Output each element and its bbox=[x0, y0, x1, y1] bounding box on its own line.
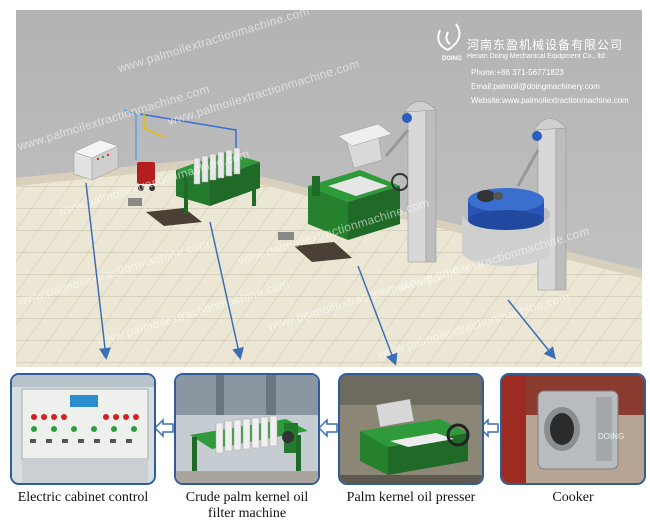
oil-press-model bbox=[308, 123, 409, 240]
company-logo bbox=[437, 23, 461, 51]
company-name-chinese: 河南东盈机械设备有限公司 bbox=[467, 38, 624, 52]
arrow-to-cabinet bbox=[85, 182, 111, 360]
flow-arrow-left bbox=[478, 418, 499, 438]
flow-arrow-left bbox=[317, 418, 338, 438]
control-cabinet-model bbox=[73, 139, 119, 181]
electric-cabinet-photo bbox=[10, 373, 156, 485]
flow-arrow-left bbox=[153, 418, 174, 438]
arrow-to-filter bbox=[209, 221, 244, 360]
company-email: Email:palmoil@doingmachinery.com bbox=[471, 82, 600, 91]
svg-text:DOING: DOING bbox=[598, 432, 624, 441]
plant-scene-svg bbox=[16, 10, 642, 367]
company-phone: Phone:+86 371-56771823 bbox=[471, 68, 564, 77]
arrow-to-cooker bbox=[507, 299, 556, 360]
bucket-elevator-model bbox=[384, 101, 437, 263]
pump-units bbox=[128, 162, 294, 240]
caption-filter-machine: Crude palm kernel oil filter machine bbox=[185, 490, 309, 521]
cooker-model bbox=[462, 188, 550, 266]
floor-pit bbox=[294, 242, 352, 262]
company-name-english: Henan Doing Mechanical Equipment Co., lt… bbox=[467, 53, 605, 60]
caption-electric-cabinet: Electric cabinet control bbox=[17, 490, 149, 505]
arrow-to-presser bbox=[357, 265, 398, 366]
caption-oil-presser: Palm kernel oil presser bbox=[346, 490, 476, 505]
logo-wordmark: DOING bbox=[442, 56, 462, 62]
caption-cooker: Cooker bbox=[552, 490, 594, 505]
oil-press-photo bbox=[338, 373, 484, 485]
filter-press-photo bbox=[174, 373, 320, 485]
company-website: Website:www.palmoilextractionmachine.com bbox=[471, 96, 629, 105]
cooker-photo: DOING bbox=[500, 373, 646, 485]
plant-layout-render: DOING 河南东盈机械设备有限公司 Henan Doing Mechanica… bbox=[16, 10, 642, 367]
filter-press-model bbox=[176, 147, 260, 214]
